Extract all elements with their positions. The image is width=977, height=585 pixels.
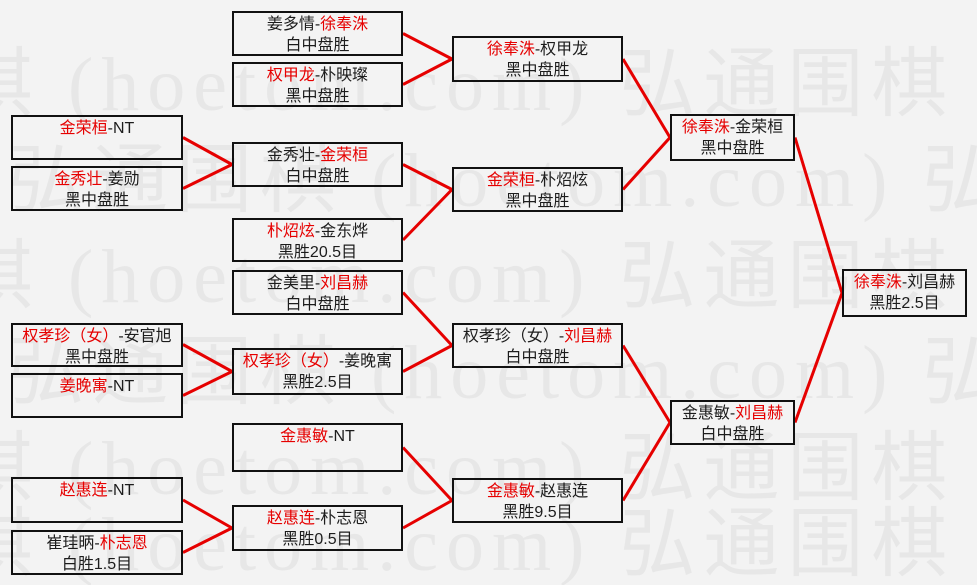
match-result: 白中盘胜: [285, 37, 350, 54]
match-box-final-seobongsu-yuchanghyuk: 徐奉洙-刘昌赫 黑胜2.5目: [842, 269, 967, 317]
match-box-qf-seobongsu-kwongapryong: 徐奉洙-权甲龙 黑中盘胜: [452, 36, 623, 82]
match-result: 黑胜0.5目: [282, 531, 353, 548]
match-players: 徐奉洙-刘昌赫: [853, 274, 956, 291]
match-result: 黑胜9.5目: [502, 504, 573, 521]
match-box-r2-kimsoojang-kimyounghwan: 金秀壮-金荣桓 白中盘胜: [232, 142, 403, 187]
match-box-r1-kangwanyu-nt: 姜晚寓-NT: [11, 373, 183, 418]
match-box-qf-kwonhyojin-yuchanghyuk: 权孝珍（女）-刘昌赫 白中盘胜: [452, 323, 623, 368]
match-players: 金秀壮-姜勋: [54, 171, 140, 188]
match-players: 金惠敏-刘昌赫: [681, 405, 784, 422]
match-players: 权孝珍（女）-姜晚寓: [242, 353, 393, 370]
match-box-sf-kimhyemin-yuchanghyuk: 金惠敏-刘昌赫 白中盘胜: [670, 400, 795, 445]
match-players: 权孝珍（女）-安官旭: [22, 328, 172, 345]
watermark-row: 弘通围棋 (hoetom.com) 弘通围棋 (hoetom.com) 弘通围棋…: [0, 427, 977, 511]
match-players: 金荣桓-NT: [59, 120, 135, 137]
match-result: 白中盘胜: [285, 168, 350, 185]
match-box-r2-kimmiri-yuchanghyuk: 金美里-刘昌赫 白中盘胜: [232, 270, 403, 315]
match-result: 黑中盘胜: [505, 62, 570, 79]
match-players: 金美里-刘昌赫: [266, 275, 369, 292]
match-box-r1-kimsoojang-kanghoon: 金秀壮-姜勋 黑中盘胜: [11, 166, 183, 211]
match-players: 崔珪昞-朴志恩: [46, 535, 148, 552]
match-box-r2-parksohyun-kimdongyeop: 朴炤炫-金东烨 黑胜20.5目: [232, 218, 403, 262]
match-result: 黑中盘胜: [505, 193, 570, 210]
match-box-r1-kimyounghwan-nt: 金荣桓-NT: [11, 115, 183, 160]
match-box-r2-johyeyeon-parkjieun: 赵惠连-朴志恩 黑胜0.5目: [232, 505, 403, 551]
match-players: 姜多情-徐奉洙: [266, 16, 369, 33]
match-box-sf-seobongsu-kimyounghwan: 徐奉洙-金荣桓 黑中盘胜: [670, 114, 795, 161]
match-box-r2-kwongapryong-parkyeongchan: 权甲龙-朴映璨 黑中盘胜: [232, 62, 403, 107]
match-result: 黑胜2.5目: [869, 295, 940, 312]
match-box-r2-kwonhyojin-kangwanyu: 权孝珍（女）-姜晚寓 黑胜2.5目: [232, 348, 403, 395]
watermark-row: 弘通围棋 (hoetom.com) 弘通围棋 (hoetom.com) 弘通围棋…: [0, 43, 977, 127]
match-result: 白中盘胜: [285, 296, 350, 313]
match-players: 权孝珍（女）-刘昌赫: [462, 328, 613, 345]
match-players: 金荣桓-朴炤炫: [486, 172, 589, 189]
watermark-row: 弘通围棋 (hoetom.com) 弘通围棋 (hoetom.com) 弘通围棋…: [0, 503, 977, 585]
match-box-r1-kwonhyojin-anguanxu: 权孝珍（女）-安官旭 黑中盘胜: [11, 323, 183, 367]
match-players: 赵惠连-朴志恩: [266, 510, 369, 527]
match-result: 黑中盘胜: [700, 140, 765, 157]
match-box-r2-kimhyemin-nt: 金惠敏-NT: [232, 423, 403, 472]
match-result: 黑胜2.5目: [282, 374, 353, 391]
match-box-qf-kimhyemin-johyeyeon: 金惠敏-赵惠连 黑胜9.5目: [452, 478, 623, 523]
match-players: 赵惠连-NT: [59, 482, 135, 499]
match-box-r2-kangdajeong-seobongsu: 姜多情-徐奉洙 白中盘胜: [232, 11, 403, 56]
match-players: 权甲龙-朴映璨: [266, 67, 369, 84]
match-players: 徐奉洙-权甲龙: [486, 41, 589, 58]
match-result: 黑中盘胜: [64, 349, 129, 366]
match-players: 金秀壮-金荣桓: [266, 147, 369, 164]
match-players: 徐奉洙-金荣桓: [681, 119, 784, 136]
match-result: 白中盘胜: [700, 426, 765, 443]
match-players: 金惠敏-NT: [280, 428, 355, 445]
match-players: 金惠敏-赵惠连: [486, 483, 589, 500]
match-result: 白中盘胜: [505, 349, 570, 366]
match-result: 黑中盘胜: [64, 192, 129, 209]
match-result: 黑中盘胜: [285, 88, 350, 105]
match-players: 姜晚寓-NT: [59, 378, 135, 395]
match-box-qf-kimyounghwan-parksohyun: 金荣桓-朴炤炫 黑中盘胜: [452, 167, 623, 212]
watermark-row: 弘通围棋 (hoetom.com) 弘通围棋 (hoetom.com) 弘通围棋…: [0, 235, 977, 319]
match-result: 白胜1.5目: [61, 556, 133, 573]
match-result: 黑胜20.5目: [277, 244, 358, 261]
match-box-r1-johyeyeon-nt: 赵惠连-NT: [11, 477, 183, 523]
match-box-r1-choikyubyung-parkjieun: 崔珪昞-朴志恩 白胜1.5目: [11, 530, 183, 575]
match-players: 朴炤炫-金东烨: [266, 223, 369, 240]
